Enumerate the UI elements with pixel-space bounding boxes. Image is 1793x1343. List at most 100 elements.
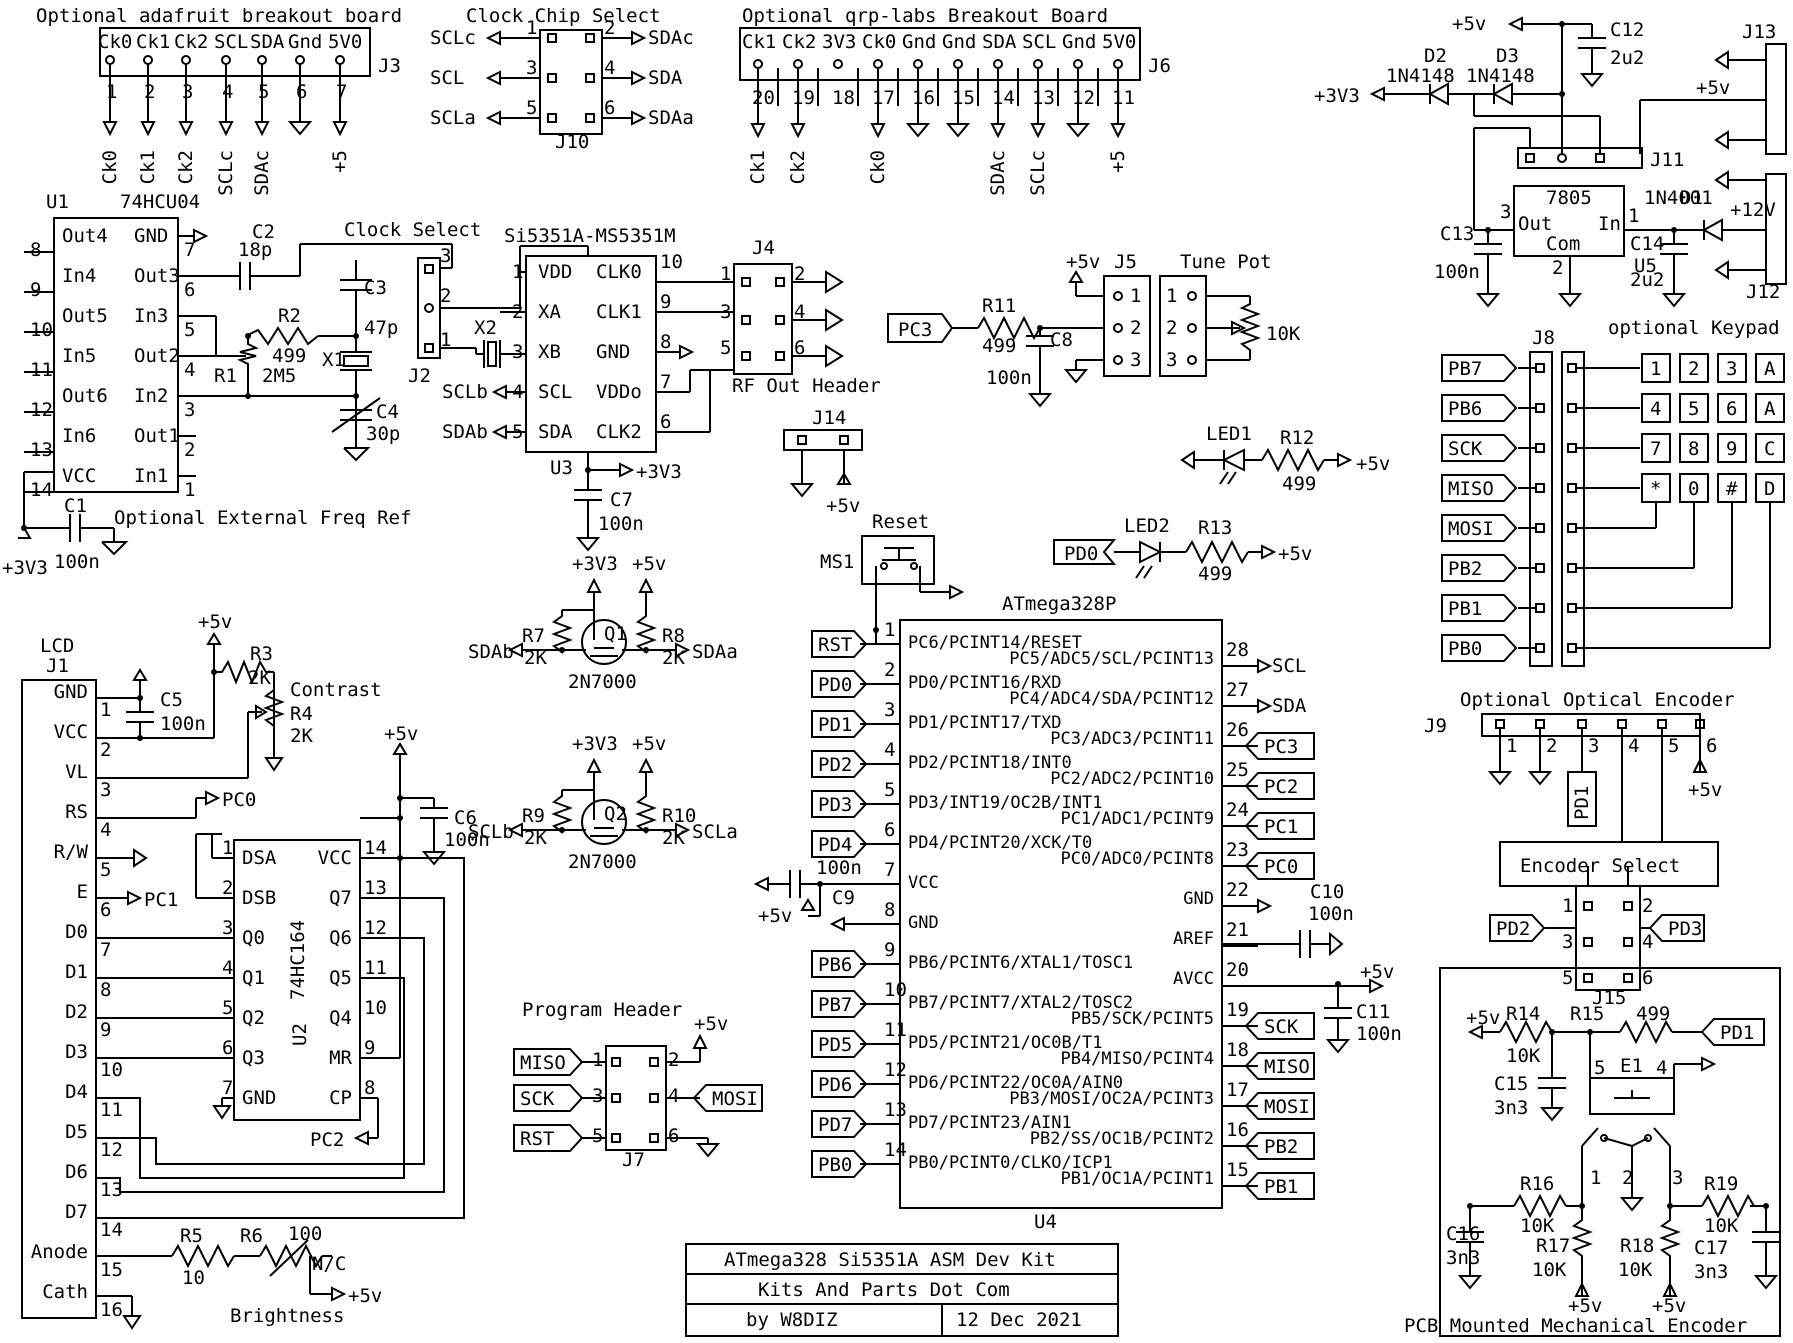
- mosfet-body: [581, 619, 627, 665]
- resistor: [1701, 1193, 1755, 1219]
- c15-value: 3n3: [1494, 1097, 1528, 1119]
- j3-pin-name: Ck1: [136, 31, 170, 53]
- j3-pin-name: SDA: [250, 31, 285, 53]
- arrow: [631, 110, 647, 126]
- lcd-pin-num: 8: [100, 979, 111, 1001]
- j2-pin-num: 2: [440, 285, 451, 307]
- u1-pin-num: 6: [184, 279, 195, 301]
- j7-pin-num: 5: [592, 1125, 603, 1147]
- lcd-pin-num: 4: [100, 819, 111, 841]
- u2-pin-num: 7: [222, 1077, 233, 1099]
- j4-ref: J4: [752, 237, 775, 259]
- u3-pin-num: 7: [660, 371, 671, 393]
- u4-pin-num: 15: [1226, 1159, 1249, 1181]
- u2-right-pin: Q6: [329, 927, 352, 949]
- q1-rleft-value: 2K: [524, 647, 547, 669]
- keypad-key: [1755, 353, 1785, 383]
- r15-label: R15: [1570, 1003, 1604, 1025]
- j7-mosi-flag: [692, 1084, 763, 1112]
- lcd-pin-name: RS: [65, 801, 88, 823]
- j4-pin: [741, 277, 751, 287]
- u4-left-pin: PD5/PCINT21/OC0B/T1: [908, 1033, 1102, 1053]
- j3-pin-num: 4: [222, 81, 233, 103]
- j6-pin-name: Ck0: [862, 31, 896, 53]
- u2-ref: U2: [289, 1023, 311, 1046]
- j6-net: Ck2: [787, 150, 809, 184]
- c7-label: C7: [610, 489, 633, 511]
- q2-3v3-label: +3V3: [572, 733, 618, 755]
- keypad-net-pb2-label: PB2: [1448, 558, 1482, 580]
- optical-encoder-title: Optional Optical Encoder: [1460, 689, 1735, 711]
- j3-pin-num: 7: [336, 81, 347, 103]
- j10-left-net: SCL: [430, 67, 464, 89]
- j7-pin: [611, 1133, 621, 1143]
- ground-symbol: [1539, 1107, 1565, 1122]
- u4-net-rst-label: RST: [818, 634, 852, 656]
- j7-left-rst-flag: [513, 1124, 584, 1152]
- u3-pin-num: 9: [660, 291, 671, 313]
- r3-label: R3: [250, 643, 273, 665]
- j10-pin: [547, 33, 557, 43]
- keypad-key-label: 9: [1726, 438, 1737, 460]
- keypad-title: optional Keypad: [1608, 317, 1780, 339]
- j4-pin-num: 1: [720, 263, 731, 285]
- j8-pin: [1567, 443, 1577, 453]
- j3-net: Ck1: [137, 150, 159, 184]
- c6-value: 100n: [444, 829, 490, 851]
- arrow: [1701, 1056, 1717, 1072]
- q1-rright-label: R8: [662, 625, 685, 647]
- j7-left-rst-label: RST: [520, 1128, 554, 1150]
- u4-pin-num: 13: [884, 1099, 907, 1121]
- j2-pin-num: 1: [440, 329, 451, 351]
- j3-pin: [143, 55, 153, 65]
- j6-pin-num: 13: [1032, 87, 1055, 109]
- u4-net-pc3-flag: [1244, 732, 1315, 760]
- u2-pc2-label: PC2: [310, 1129, 344, 1151]
- resistor: [635, 610, 657, 654]
- lcd-pin-num: 12: [100, 1139, 123, 1161]
- q2-right-net: SCLa: [692, 821, 738, 843]
- j6-pin-name: Ck1: [742, 31, 776, 53]
- title-block: ATmega328 Si5351A ASM Dev Kit Kits And P…: [685, 1243, 1119, 1337]
- u4-net-rst-flag: [811, 630, 868, 658]
- j10-pin: [585, 33, 595, 43]
- keypad-key-label: 3: [1726, 358, 1737, 380]
- title-author: by W8DIZ: [746, 1309, 838, 1331]
- lcd-pin-name: Cath: [42, 1281, 88, 1303]
- arrow: [1662, 1281, 1678, 1297]
- u1-inverter: U1 74HCU04 Out48GND7In49Out36Out510In35I…: [2, 191, 520, 579]
- u4-right-pin: PB5/SCK/PCINT5: [1071, 1009, 1214, 1029]
- pot-pin: [1187, 355, 1197, 365]
- u4-net-miso-label: MISO: [1264, 1056, 1310, 1078]
- ground-symbol: [1527, 771, 1553, 786]
- j10-pin-num: 4: [604, 57, 615, 79]
- j6-pin: [993, 59, 1003, 69]
- j3-pin: [257, 55, 267, 65]
- j8-body-b: [1561, 351, 1585, 667]
- led1-5v-label: +5v: [1356, 453, 1390, 475]
- c2-value: 18p: [238, 239, 272, 261]
- u4-pin-num: 7: [884, 859, 895, 881]
- u4-right-pin: PC4/ADC4/SDA/PCINT12: [1009, 689, 1214, 709]
- arrow: [1030, 123, 1046, 139]
- j15-pin: [1583, 937, 1593, 947]
- lcd-pin-name: R/W: [54, 841, 89, 863]
- j3-pin-num: 6: [296, 81, 307, 103]
- j3-pin-name: SCL: [214, 31, 248, 53]
- u4-net-pb6-flag: [811, 950, 868, 978]
- led-section: LED1 R12 499 +5v PD0 LED2 R13 499 +5v: [1053, 423, 1390, 585]
- u4-left-pin: PB0/PCINT0/CLKO/ICP1: [908, 1153, 1113, 1173]
- keypad-net-miso-label: MISO: [1448, 478, 1494, 500]
- u2-pin-num: 4: [222, 957, 233, 979]
- q1-right-net: SDAa: [692, 641, 738, 663]
- title-line1: ATmega328 Si5351A ASM Dev Kit: [724, 1249, 1056, 1271]
- u3-right-pin: VDDo: [596, 381, 642, 403]
- u2-left-pin: Q1: [242, 967, 265, 989]
- q1-part: 2N7000: [568, 671, 637, 693]
- r5-label: R5: [180, 1225, 203, 1247]
- rf-out-arrow: [825, 344, 844, 368]
- c4-label: C4: [376, 401, 399, 423]
- j9-pd1-label: PD1: [1571, 786, 1593, 820]
- u3-scl-net: SCLb: [442, 381, 488, 403]
- j6-net: SCLc: [1027, 150, 1049, 196]
